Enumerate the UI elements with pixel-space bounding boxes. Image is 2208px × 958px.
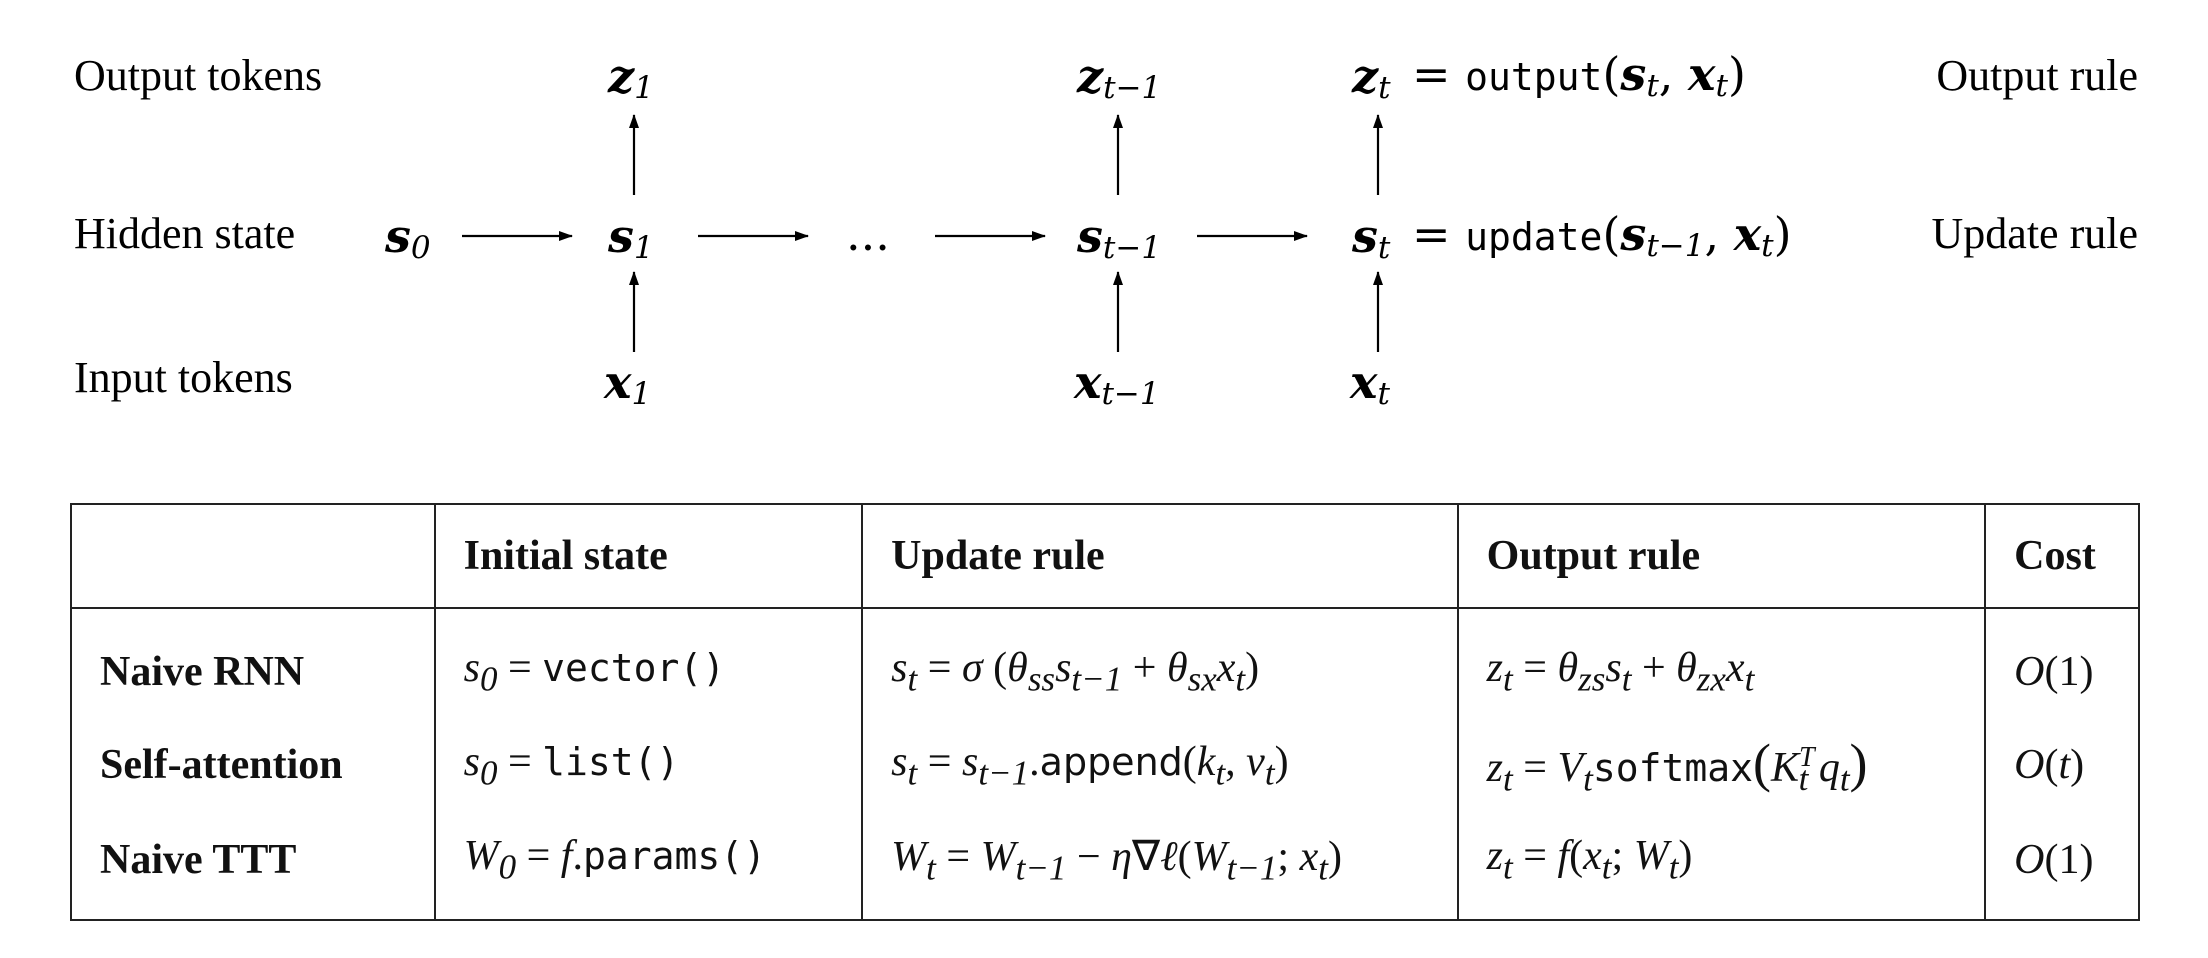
initial-state-cell: s0 = vector() bbox=[433, 608, 864, 717]
row-label-hidden-state: Hidden state bbox=[74, 209, 295, 258]
node-ellipsis: ... bbox=[846, 207, 890, 261]
table-header: Initial state bbox=[433, 504, 864, 609]
update-rule-cell: st = st−1.append(kt, vt) bbox=[861, 716, 1459, 815]
node-s1: s1 bbox=[607, 209, 654, 266]
output-rule-cell: zt = f(xt; Wt) bbox=[1456, 814, 1987, 920]
right-label-output-rule: Output rule bbox=[1936, 51, 2138, 100]
update-rule-cell: Wt = Wt−1 − η∇ℓ(Wt−1; xt) bbox=[861, 814, 1459, 920]
table-header: Output rule bbox=[1456, 504, 1987, 609]
output-rule-cell: zt = Vtsoftmax(KTt qt) bbox=[1456, 716, 1987, 815]
method-name: Naive RNN bbox=[70, 608, 436, 717]
output-rule-cell: zt = θzsst + θzxxt bbox=[1456, 608, 1987, 717]
output-equation: = output(st, xt) bbox=[1412, 47, 1746, 104]
method-name: Self-attention bbox=[70, 716, 436, 815]
node-z1: z1 bbox=[607, 49, 654, 106]
node-s-t: st bbox=[1351, 209, 1391, 266]
table-header bbox=[70, 504, 436, 609]
update-equation: = update(st−1, xt) bbox=[1412, 207, 1792, 264]
method-name: Naive TTT bbox=[70, 814, 436, 920]
node-z-t-minus-1: zt−1 bbox=[1076, 49, 1161, 106]
cost-cell: O(t) bbox=[1984, 716, 2140, 815]
node-s-t-minus-1: st−1 bbox=[1076, 209, 1161, 266]
initial-state-cell: s0 = list() bbox=[433, 716, 864, 815]
node-s0: s0 bbox=[384, 209, 431, 266]
table-header: Update rule bbox=[861, 504, 1459, 609]
update-rule-cell: st = σ (θssst−1 + θsxxt) bbox=[861, 608, 1459, 717]
table-row: Naive RNN s0 = vector() st = σ (θssst−1 … bbox=[70, 608, 2140, 717]
node-x-t-minus-1: xt−1 bbox=[1073, 355, 1160, 412]
rnn-unrolled-diagram: Output tokens Hidden state Input tokens … bbox=[74, 47, 2138, 412]
right-label-update-rule: Update rule bbox=[1932, 209, 2138, 258]
row-label-input-tokens: Input tokens bbox=[74, 353, 293, 402]
initial-state-cell: W0 = f.params() bbox=[433, 814, 864, 920]
cost-cell: O(1) bbox=[1984, 608, 2140, 717]
table-header-row: Initial state Update rule Output rule Co… bbox=[70, 504, 2140, 609]
cost-cell: O(1) bbox=[1984, 814, 2140, 920]
node-z-t: zt bbox=[1351, 49, 1391, 106]
node-x1: x1 bbox=[603, 355, 651, 412]
row-label-output-tokens: Output tokens bbox=[74, 51, 322, 100]
method-comparison-table: Initial state Update rule Output rule Co… bbox=[70, 503, 2140, 921]
node-x-t: xt bbox=[1349, 355, 1390, 412]
table-row: Self-attention s0 = list() st = st−1.app… bbox=[70, 716, 2140, 815]
table-row: Naive TTT W0 = f.params() Wt = Wt−1 − η∇… bbox=[70, 814, 2140, 920]
table-header: Cost bbox=[1984, 504, 2140, 609]
